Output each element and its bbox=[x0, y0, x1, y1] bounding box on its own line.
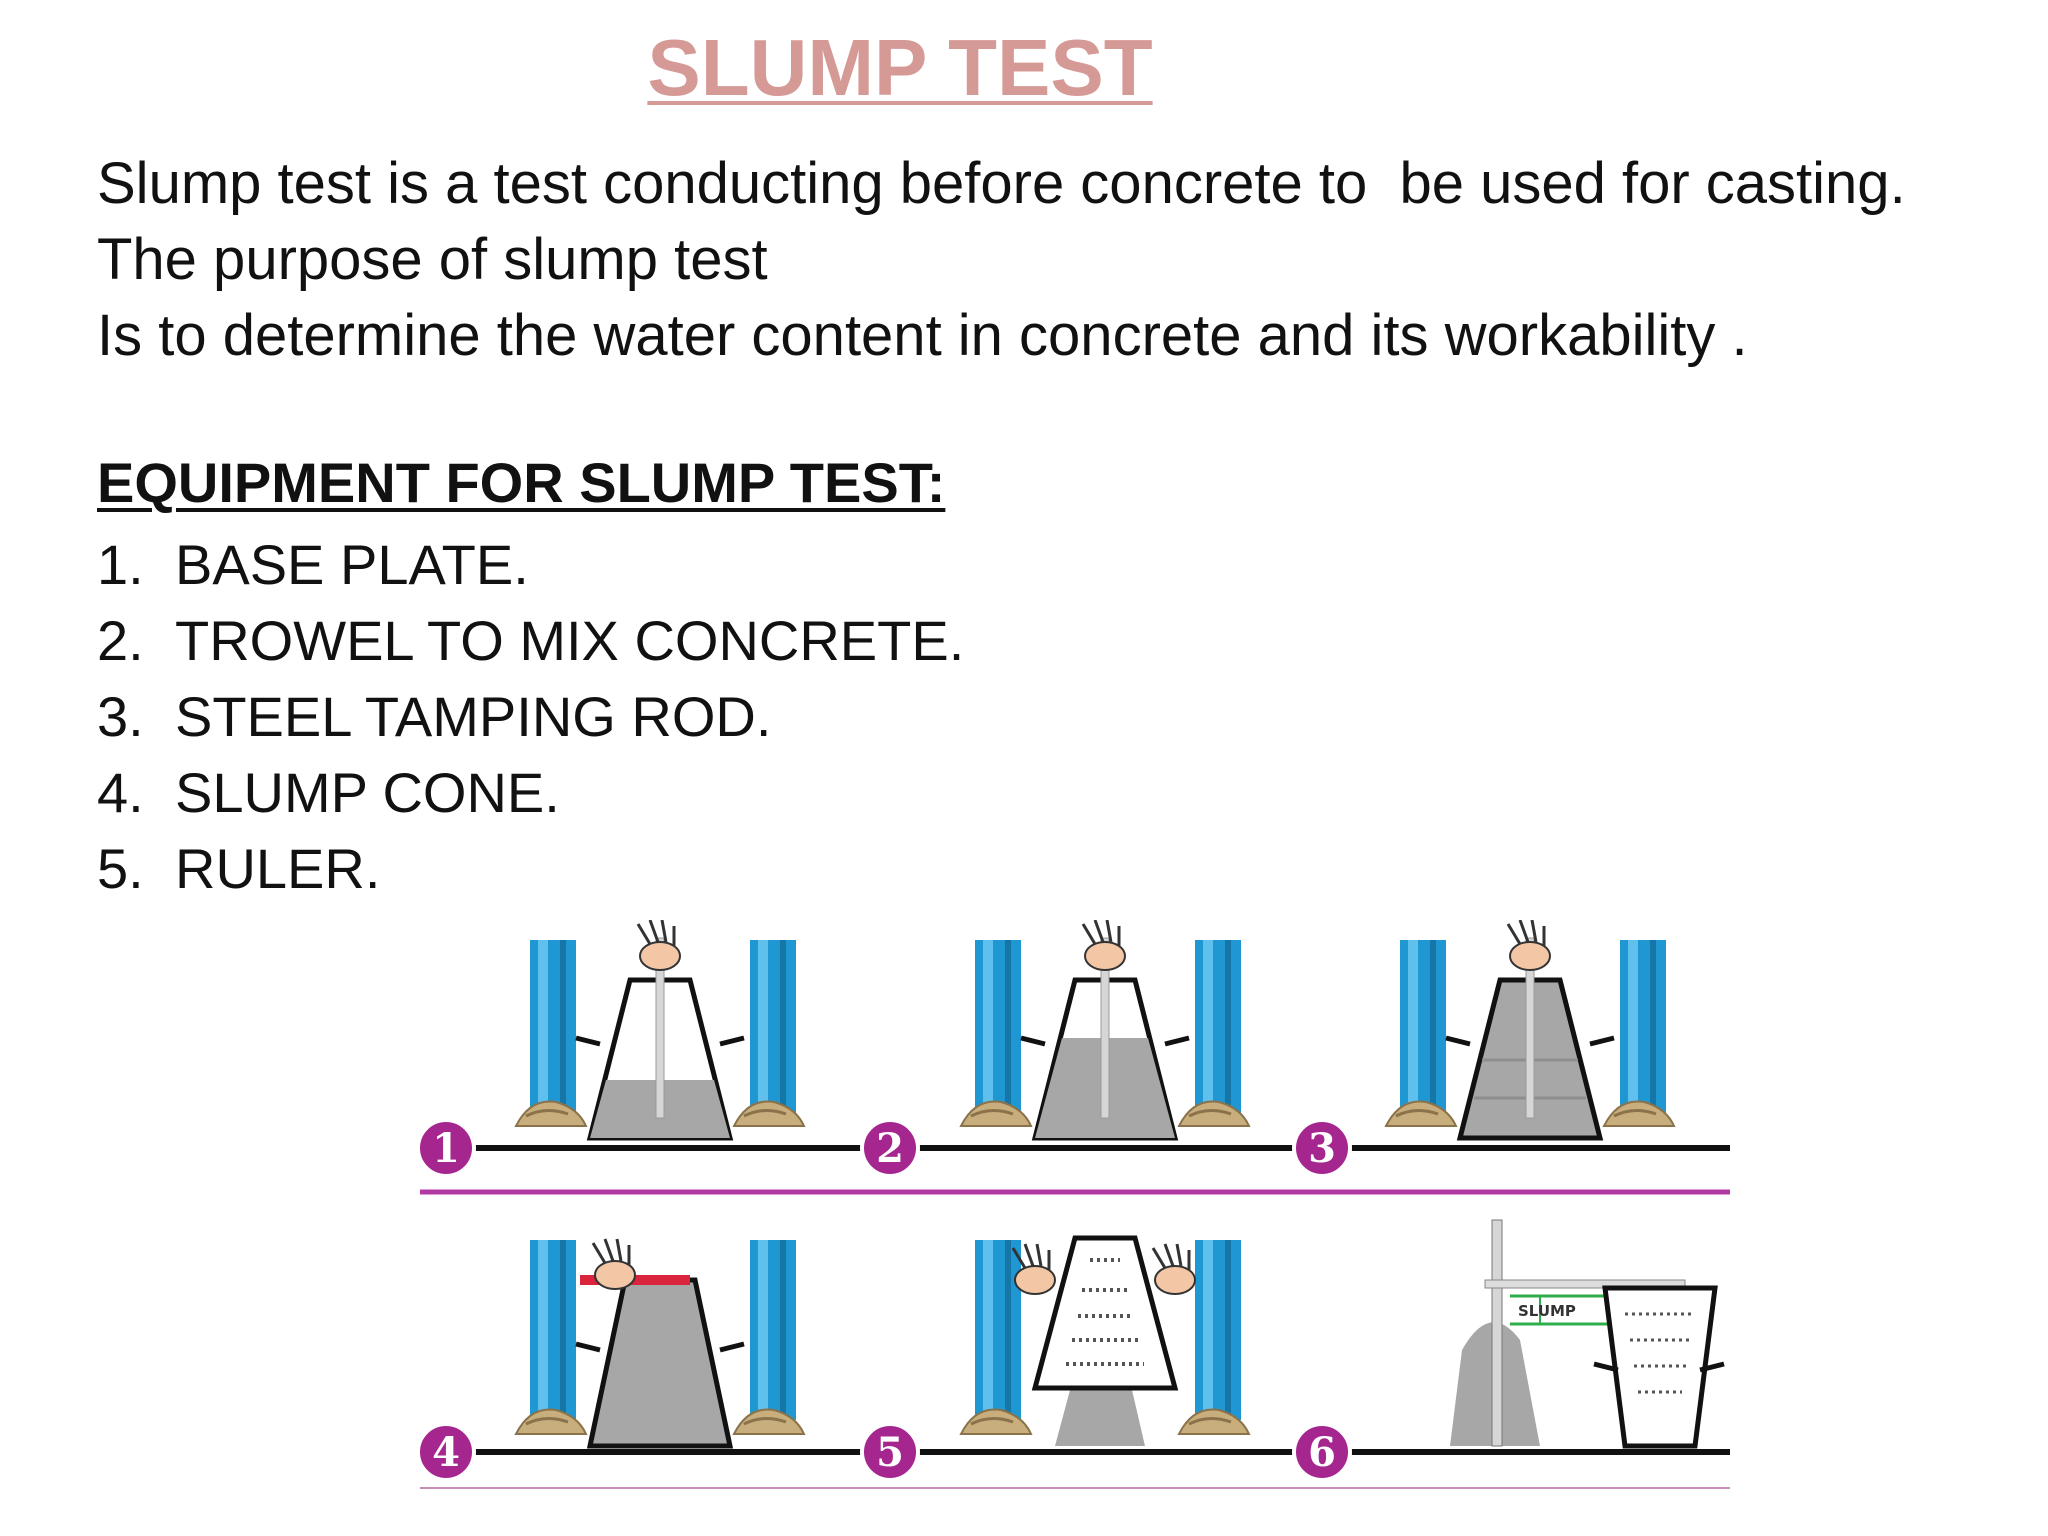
list-item-number: 5. bbox=[97, 837, 144, 900]
list-item-number: 3. bbox=[97, 685, 144, 748]
ruler bbox=[1491, 1219, 1503, 1447]
svg-text:2: 2 bbox=[876, 1125, 904, 1172]
intro-line-3: Is to determine the water content in con… bbox=[97, 303, 1748, 368]
step-4-panel bbox=[514, 1237, 806, 1449]
slide-title: SLUMP TEST bbox=[647, 23, 1153, 112]
svg-text:5: 5 bbox=[876, 1429, 904, 1476]
list-item: 3. STEEL TAMPING ROD. bbox=[97, 679, 964, 755]
step-badge-6: 6 bbox=[1292, 1422, 1352, 1482]
list-item-label: BASE PLATE. bbox=[175, 533, 529, 596]
step-5-panel bbox=[959, 1235, 1251, 1446]
base-plate-bar bbox=[580, 1275, 690, 1285]
intro-line-2: The purpose of slump test bbox=[97, 227, 768, 292]
list-item-number: 4. bbox=[97, 761, 144, 824]
step-3-panel bbox=[1384, 920, 1676, 1141]
list-item-label: RULER. bbox=[175, 837, 381, 900]
list-item-label: SLUMP CONE. bbox=[175, 761, 560, 824]
svg-text:3: 3 bbox=[1308, 1125, 1336, 1172]
svg-text:4: 4 bbox=[432, 1429, 460, 1476]
svg-text:6: 6 bbox=[1308, 1429, 1336, 1476]
list-item: 4. SLUMP CONE. bbox=[97, 755, 964, 831]
step-badge-1: 1 bbox=[416, 1118, 476, 1178]
list-item: 1. BASE PLATE. bbox=[97, 527, 964, 603]
equipment-heading: EQUIPMENT FOR SLUMP TEST: bbox=[97, 451, 946, 514]
step-1-panel bbox=[514, 920, 806, 1141]
slump-test-procedure-illustration: SLUMP 1 2 3 4 5 6 bbox=[416, 920, 1730, 1489]
slump-label: SLUMP bbox=[1518, 1302, 1576, 1320]
intro-line-1: Slump test is a test conducting before c… bbox=[97, 151, 1906, 216]
step-6-panel: SLUMP bbox=[1450, 1219, 1725, 1449]
list-item-label: TROWEL TO MIX CONCRETE. bbox=[175, 609, 965, 672]
svg-text:1: 1 bbox=[432, 1125, 460, 1172]
list-item-number: 2. bbox=[97, 609, 144, 672]
step-badge-4: 4 bbox=[416, 1422, 476, 1482]
step-2-panel bbox=[959, 920, 1251, 1141]
step-badge-5: 5 bbox=[860, 1422, 920, 1482]
list-item-number: 1. bbox=[97, 533, 144, 596]
equipment-list: 1.BASE PLATE. 2.TROWEL TO MIX CONCRETE. … bbox=[97, 527, 964, 907]
step-badge-3: 3 bbox=[1292, 1118, 1352, 1178]
list-item-label: STEEL TAMPING ROD. bbox=[175, 685, 772, 748]
step-badge-2: 2 bbox=[860, 1118, 920, 1178]
list-item: 2. TROWEL TO MIX CONCRETE. bbox=[97, 603, 964, 679]
list-item: 5. RULER. bbox=[97, 831, 964, 907]
